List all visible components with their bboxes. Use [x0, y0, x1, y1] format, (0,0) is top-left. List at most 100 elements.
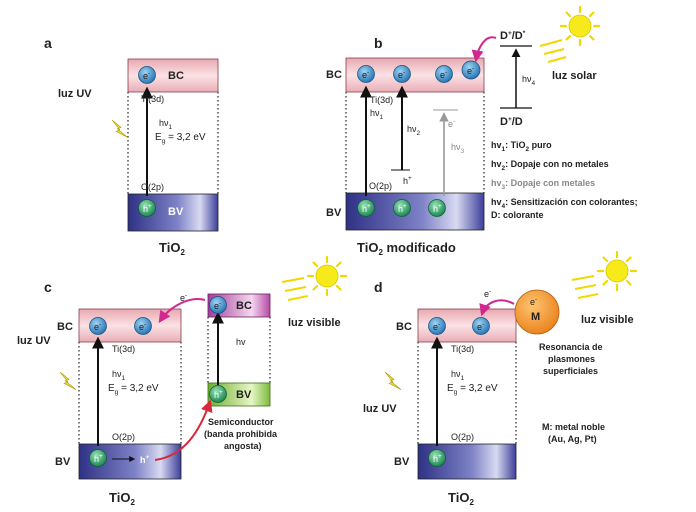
panel-c-electron-transfer-arrow	[158, 298, 206, 323]
panel-c-transfer-electron: e-	[180, 292, 187, 303]
panel-b-sun-rays	[539, 39, 567, 63]
svg-text:h+: h+	[433, 203, 442, 214]
panel-c-hole	[89, 449, 107, 467]
panel-c-sun-rays	[281, 277, 309, 301]
panel-b-legend-3: hv3: Dopaje con metales	[491, 178, 595, 191]
panel-a: a e- h+ BC BV Ti(3d) O(2p) hν1 Eg = 3,2 …	[44, 35, 219, 257]
panel-d-sun-rays	[571, 275, 599, 299]
panel-d-uv-label: luz UV	[363, 403, 397, 415]
panel-c-electron-2	[134, 317, 152, 335]
panel-b-letter: b	[374, 35, 383, 51]
panel-b-electron-1	[357, 65, 375, 83]
panel-b-bv-label: BV	[326, 207, 342, 219]
panel-c-electron-1	[89, 317, 107, 335]
svg-text:e-: e-	[440, 69, 447, 80]
svg-text:h+: h+	[214, 389, 223, 400]
panel-d-ti3d: Ti(3d)	[451, 344, 474, 354]
panel-c-semi-hole	[209, 385, 227, 403]
panel-d-hv: hν1	[451, 369, 465, 382]
panel-b-guides	[345, 92, 485, 193]
panel-d-metal-label: M	[531, 311, 540, 323]
panel-b-sun-icon	[559, 5, 601, 47]
panel-c-guides	[78, 317, 271, 444]
panel-b-dye-excited-label: D+/D*	[500, 30, 526, 42]
panel-d-letter: d	[374, 279, 383, 295]
panel-d-resonance-2: plasmones	[548, 354, 595, 364]
panel-b-legend-1: hv1: TiO2 puro	[491, 140, 552, 153]
panel-a-guides	[127, 92, 219, 194]
panel-a-electron	[138, 66, 156, 84]
svg-text:h+: h+	[143, 203, 152, 214]
panel-d-hole	[428, 449, 446, 467]
panel-d-resonance-1: Resonancia de	[539, 342, 603, 352]
panel-c-eg: Eg = 3,2 eV	[108, 383, 159, 396]
panel-d-caption: TiO2	[448, 490, 474, 507]
panel-b-electron-2	[393, 65, 411, 83]
panel-d-resonance-3: superficiales	[543, 366, 598, 376]
panel-b-o2p: O(2p)	[369, 181, 392, 191]
panel-b-hole-3	[428, 199, 446, 217]
panel-b-ti3d: Ti(3d)	[370, 95, 393, 105]
panel-a-ti3d: Ti(3d)	[141, 94, 164, 104]
panel-d-visible-label: luz visible	[581, 314, 634, 326]
panel-b-nonmetal-hole: h+	[403, 175, 412, 186]
panel-b-injected-electron	[461, 60, 481, 80]
panel-b-caption: TiO2 modificado	[357, 240, 456, 257]
panel-c-letter: c	[44, 279, 52, 295]
panel-a-hole	[138, 199, 156, 217]
panel-a-o2p: O(2p)	[141, 182, 164, 192]
panel-d-bv-label: BV	[394, 456, 410, 468]
panel-b-injection-arrow	[471, 36, 497, 63]
panel-c-visible-label: luz visible	[288, 317, 341, 329]
panel-b-hv1: hν1	[370, 108, 384, 121]
panel-b-hole-1	[357, 199, 375, 217]
svg-text:e-: e-	[214, 300, 221, 311]
panel-a-caption: TiO2	[159, 240, 185, 257]
svg-text:e-: e-	[477, 321, 484, 332]
panel-c-semi-bc-label: BC	[236, 300, 252, 312]
panel-d-electron-2	[472, 317, 490, 335]
panel-c: c BC BV e- e- h+ h+ Ti(3d) O(2p) hν1 Eg …	[17, 255, 348, 507]
panel-c-semi-label-2: (banda prohibida	[204, 429, 278, 439]
panel-d-metal-electron: e-	[530, 296, 537, 307]
panel-d-eg: Eg = 3,2 eV	[447, 383, 498, 396]
panel-d-guides	[417, 342, 517, 444]
panel-c-o2p: O(2p)	[112, 432, 135, 442]
svg-text:h+: h+	[362, 203, 371, 214]
panel-c-bv-label: BV	[55, 456, 71, 468]
svg-text:e-: e-	[433, 321, 440, 332]
panel-b-legend-5: D: colorante	[491, 210, 544, 220]
panel-d-electron-transfer-arrow	[479, 299, 515, 317]
panel-c-semi-label-3: angosta)	[224, 441, 262, 451]
panel-c-ti3d: Ti(3d)	[112, 344, 135, 354]
svg-text:e-: e-	[398, 69, 405, 80]
panel-d-metal-nanoparticle	[514, 289, 560, 335]
svg-text:e-: e-	[139, 321, 146, 332]
panel-a-bv-label: BV	[168, 206, 184, 218]
panel-d-uv-bolt-icon	[384, 368, 402, 393]
panel-b-legend-4: hv4: Sensitización con colorantes;	[491, 197, 638, 210]
panel-c-caption: TiO2	[109, 490, 135, 507]
panel-a-uv-label: luz UV	[58, 88, 92, 100]
svg-text:h+: h+	[94, 453, 103, 464]
panel-b-legend-2: hv2: Dopaje con no metales	[491, 159, 609, 172]
panel-a-hv: hν1	[159, 118, 173, 131]
panel-c-hole-moving: h+	[140, 454, 150, 465]
panel-b-legend: hv1: TiO2 puro hv2: Dopaje con no metale…	[491, 140, 638, 220]
panel-d-o2p: O(2p)	[451, 432, 474, 442]
panel-d-bc-label: BC	[396, 321, 412, 333]
panel-b-bc-label: BC	[326, 69, 342, 81]
panel-b-sun-label: luz solar	[552, 70, 597, 82]
panel-d-sun-icon	[596, 250, 638, 292]
panel-c-uv-bolt-icon	[59, 368, 77, 393]
panel-c-hole-transfer-curve	[154, 399, 213, 461]
panel-d-metal-def-2: (Au, Ag, Pt)	[548, 434, 597, 444]
panel-b-hv2: hν2	[407, 124, 421, 137]
panel-c-uv-label: luz UV	[17, 335, 51, 347]
panel-d-transfer-electron: e-	[484, 288, 491, 299]
svg-text:h+: h+	[433, 453, 442, 464]
panel-c-semi-label-1: Semiconductor	[208, 417, 274, 427]
panel-d-electron-1	[428, 317, 446, 335]
